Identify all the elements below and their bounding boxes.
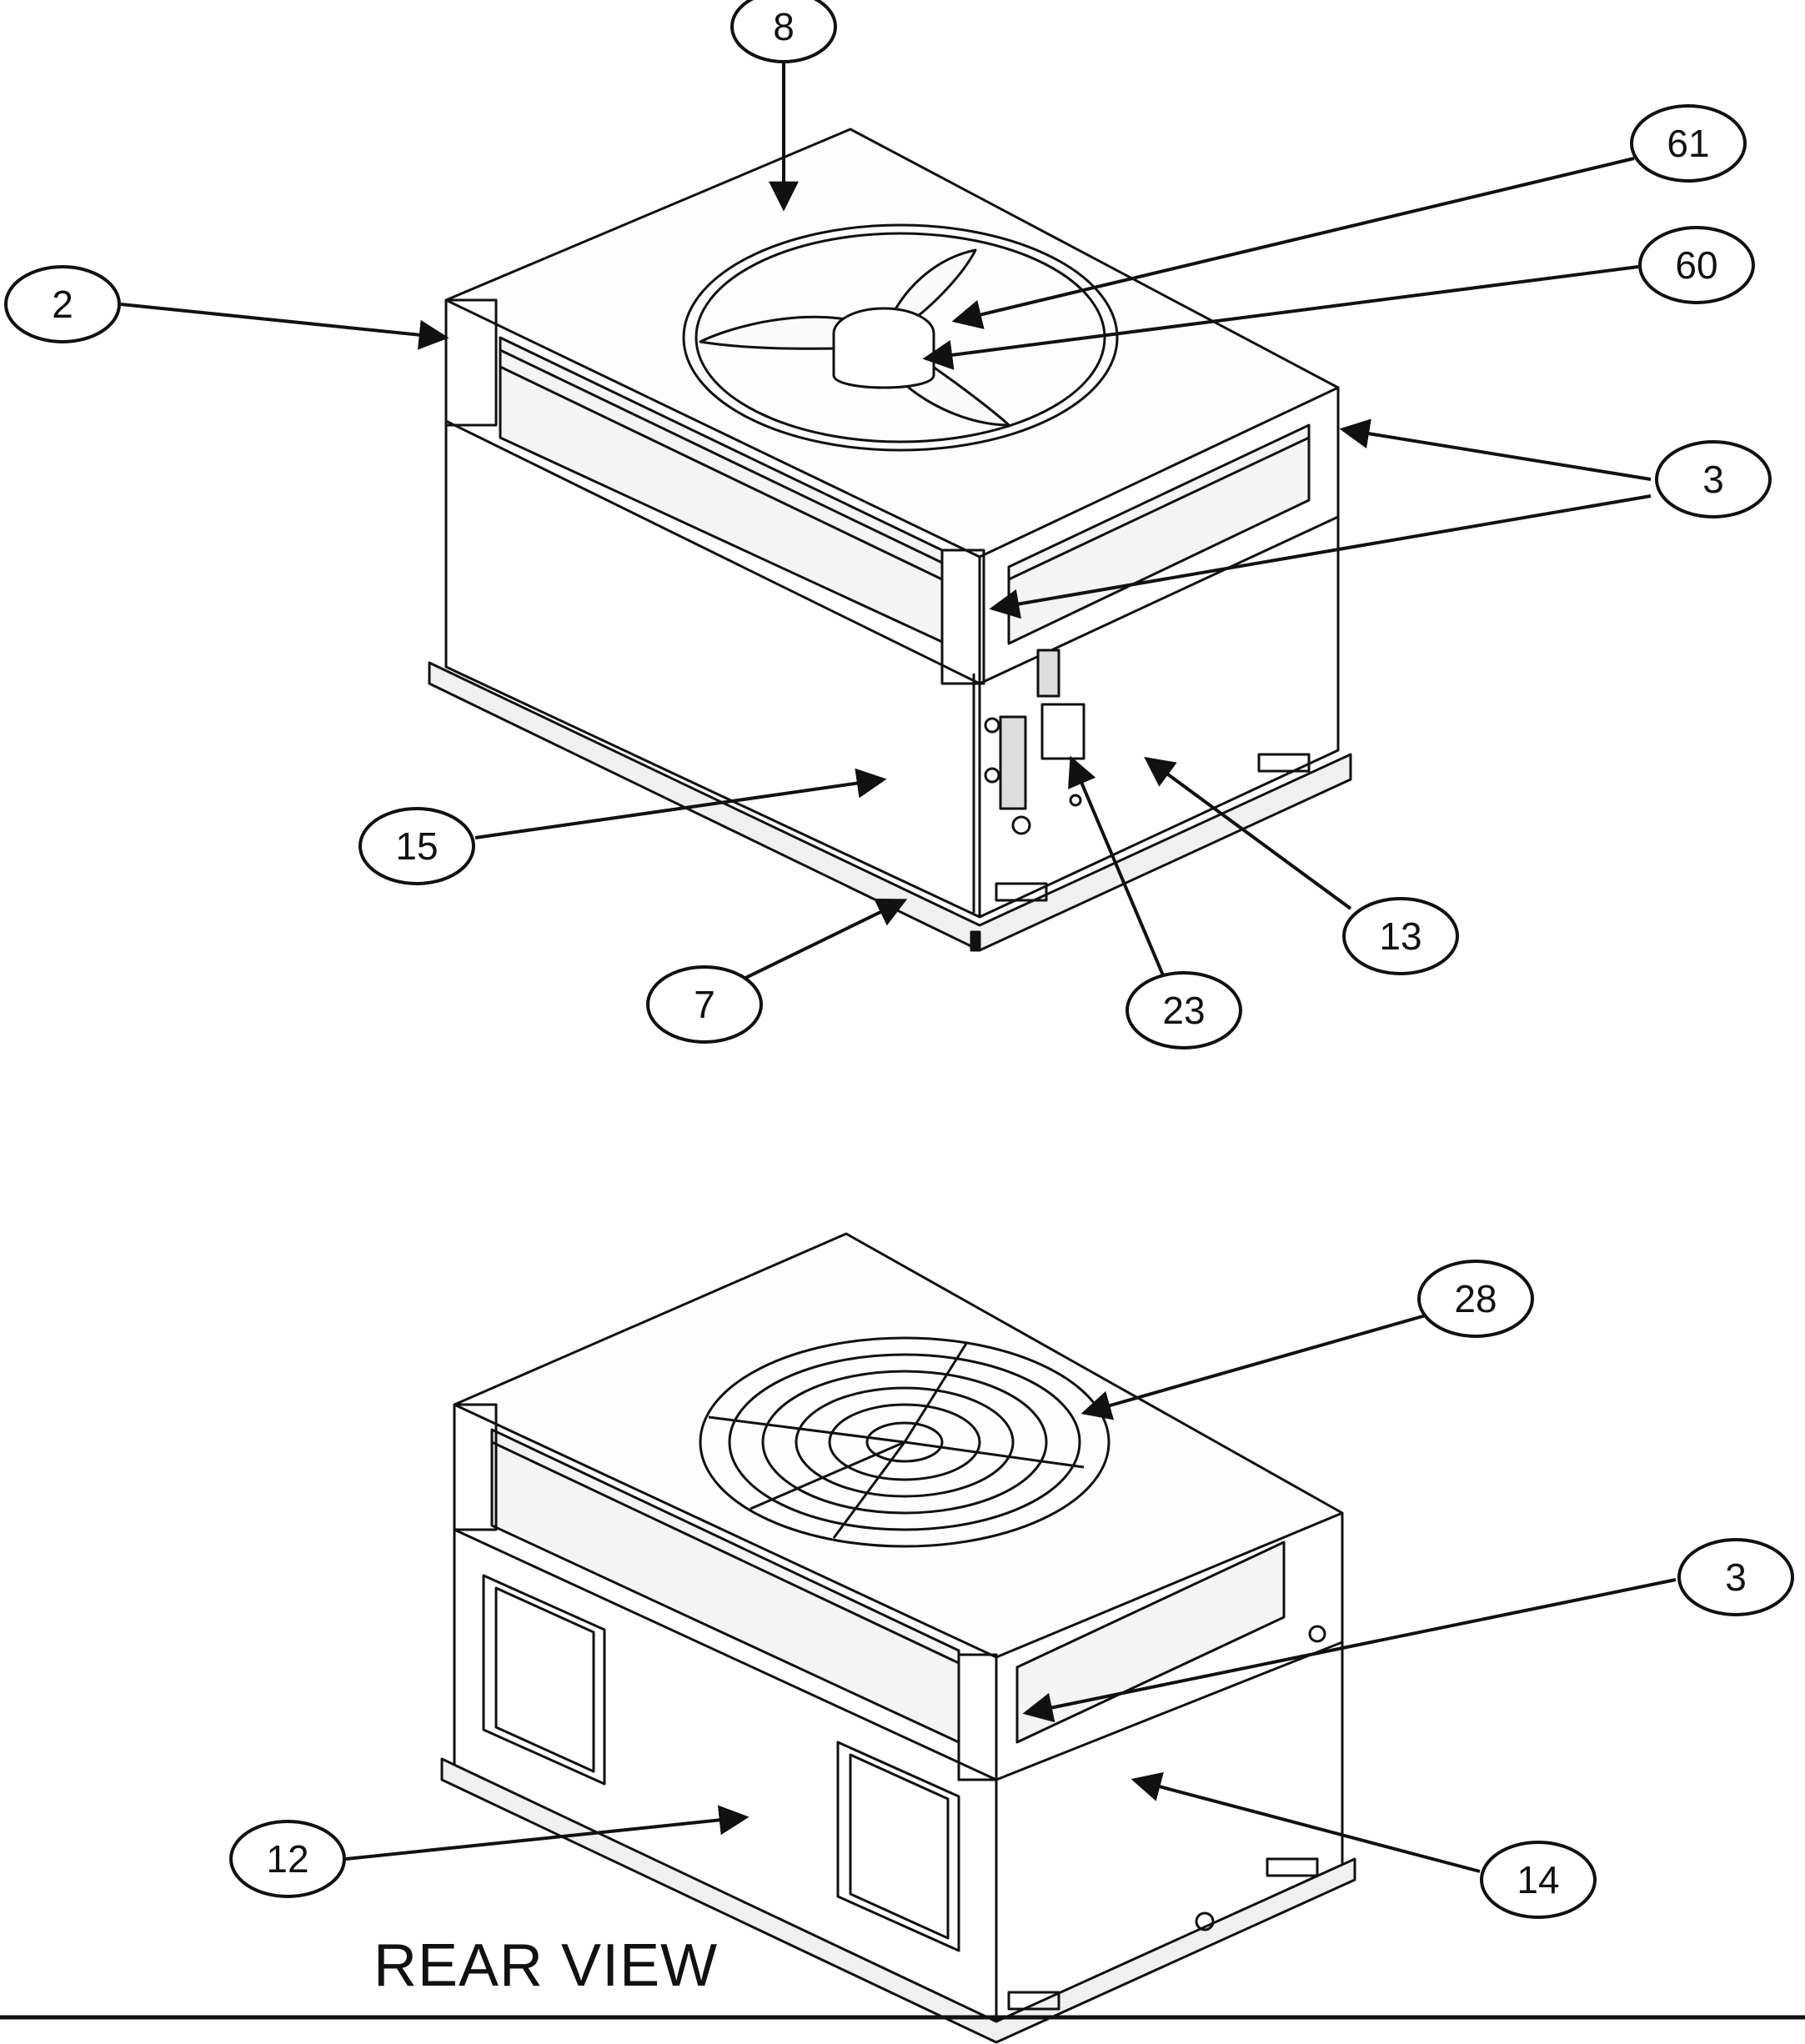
fan-blade [886,248,977,331]
svg-text:61: 61 [1667,122,1709,165]
top-leader-lines [120,63,1652,985]
bottom-unit-drawing [440,1232,1356,2044]
callout-8: 8 [730,0,837,63]
svg-text:8: 8 [773,5,795,48]
callout-14: 14 [1480,1841,1597,1919]
callout-2: 2 [4,265,121,343]
svg-text:3: 3 [1702,458,1724,501]
svg-text:13: 13 [1379,914,1421,958]
bottom-leader-lines [345,1314,1677,1873]
callout-3-top: 3 [1655,440,1772,519]
fan-ring [682,223,1119,452]
svg-text:15: 15 [395,824,438,868]
callout-28: 28 [1417,1260,1534,1338]
callout-12: 12 [229,1820,346,1898]
return-duct-opening [482,1574,606,1786]
callout-13: 13 [1342,897,1459,975]
svg-text:12: 12 [266,1837,308,1881]
svg-text:14: 14 [1517,1858,1559,1901]
svg-text:7: 7 [694,983,715,1026]
callout-3-bottom: 3 [1677,1538,1794,1616]
disconnect-box [1040,703,1086,760]
callout-7: 7 [646,965,763,1044]
callout-61: 61 [1630,104,1747,183]
supply-duct-opening [836,1741,960,1952]
top-unit-drawing [428,128,1352,952]
view-caption: REAR VIEW [374,1932,718,1999]
svg-text:28: 28 [1454,1277,1497,1320]
callout-15: 15 [358,807,475,885]
fan-guard [699,1336,1111,1548]
callout-23: 23 [1126,971,1242,1050]
svg-text:23: 23 [1162,989,1205,1032]
callout-60: 60 [1638,226,1755,304]
svg-text:2: 2 [52,283,73,326]
svg-text:3: 3 [1725,1556,1747,1599]
svg-text:60: 60 [1675,243,1717,287]
